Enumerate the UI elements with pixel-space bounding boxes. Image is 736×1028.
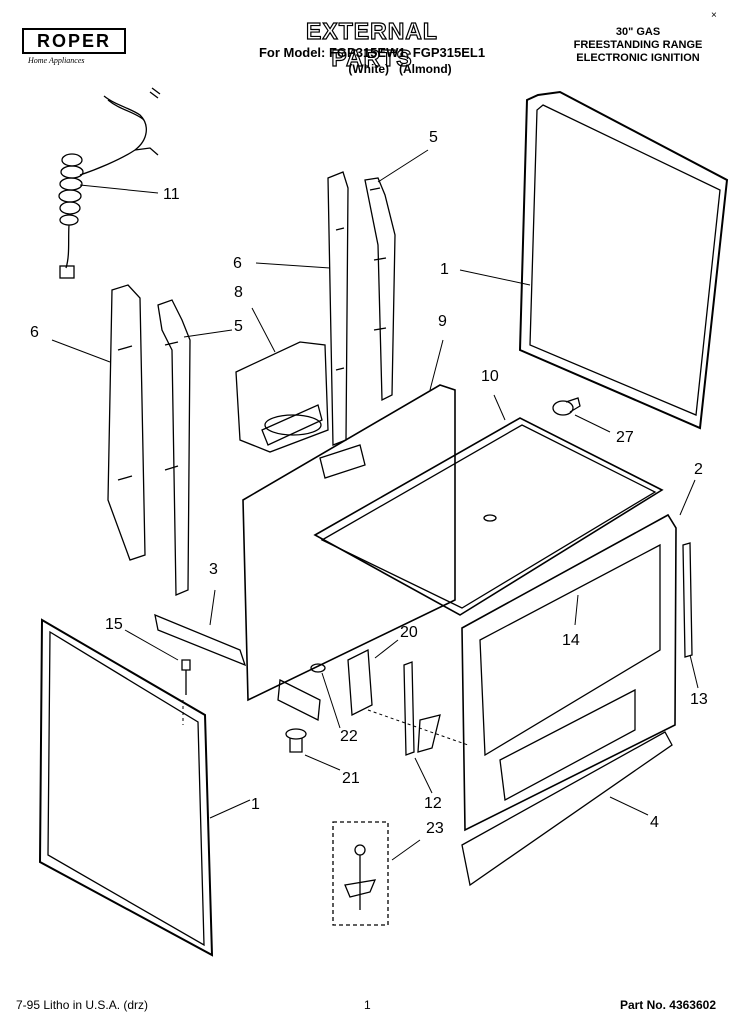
print-info: 7-95 Litho in U.S.A. (drz) — [16, 998, 149, 1012]
callout-12: 12 — [424, 795, 442, 812]
callout-5-left: 5 — [234, 318, 243, 335]
range-description: 30" GAS FREESTANDING RANGE ELECTRONIC IG… — [558, 26, 718, 65]
part-trim-strip — [682, 542, 693, 658]
part-leveling-leg — [285, 728, 307, 753]
part-bracket-20 — [347, 648, 373, 717]
logo-brand: ROPER — [36, 30, 111, 51]
callout-8: 8 — [234, 284, 243, 301]
range-line-3: ELECTRONIC IGNITION — [576, 52, 700, 64]
part-kick-plate — [461, 731, 673, 887]
page-title: EXTERNAL PARTS — [305, 17, 438, 71]
part-top-panel — [313, 417, 664, 616]
range-line-1: 30" GAS — [615, 26, 661, 38]
callout-23: 23 — [426, 820, 444, 837]
logo-tagline: Home Appliances — [28, 56, 85, 65]
callout-6-top: 6 — [233, 255, 242, 272]
part-side-panel-left — [38, 618, 214, 957]
part-support-rail-top — [364, 177, 396, 402]
part-grommet-22 — [310, 663, 326, 673]
close-icon[interactable]: × — [711, 10, 717, 21]
callout-15: 15 — [105, 616, 123, 633]
part-wire-harness — [58, 87, 161, 279]
part-heat-shield — [235, 341, 329, 453]
part-number: Part No. 4363602 — [619, 998, 716, 1012]
callout-20: 20 — [400, 624, 418, 641]
roper-logo: ROPER — [22, 28, 126, 54]
part-support-rail-left — [157, 299, 191, 596]
callout-13: 13 — [690, 691, 708, 708]
part-toe-plate — [154, 613, 247, 667]
callout-10: 10 — [481, 368, 499, 385]
page-number: 1 — [364, 998, 371, 1012]
part-long-bracket-top — [327, 171, 349, 446]
callout-27: 27 — [616, 429, 634, 446]
part-rear-panel — [242, 384, 456, 722]
range-line-2: FREESTANDING RANGE — [573, 39, 703, 51]
callout-21: 21 — [342, 770, 360, 787]
callout-9: 9 — [438, 313, 447, 330]
callout-2: 2 — [694, 461, 703, 478]
part-screw-15 — [181, 659, 191, 695]
callout-4: 4 — [650, 814, 659, 831]
callout-3: 3 — [209, 561, 218, 578]
callout-6-left: 6 — [30, 324, 39, 341]
callout-22: 22 — [340, 728, 358, 745]
part-side-panel-right — [518, 90, 729, 430]
callout-1-top: 1 — [440, 261, 449, 278]
colors-line: (White) (Almond) — [348, 62, 452, 76]
part-igniter-knob — [552, 397, 581, 416]
callout-14: 14 — [562, 632, 580, 649]
model-line: For Model: FGP315EW1, FGP315EL1 — [258, 45, 486, 60]
part-front-frame — [461, 513, 677, 832]
part-23-box — [332, 821, 389, 926]
callout-1-bottom: 1 — [251, 796, 260, 813]
callout-11: 11 — [163, 186, 180, 203]
callout-5-top: 5 — [429, 129, 438, 146]
part-switch-bracket — [403, 661, 441, 756]
part-long-bracket-left — [107, 284, 146, 561]
